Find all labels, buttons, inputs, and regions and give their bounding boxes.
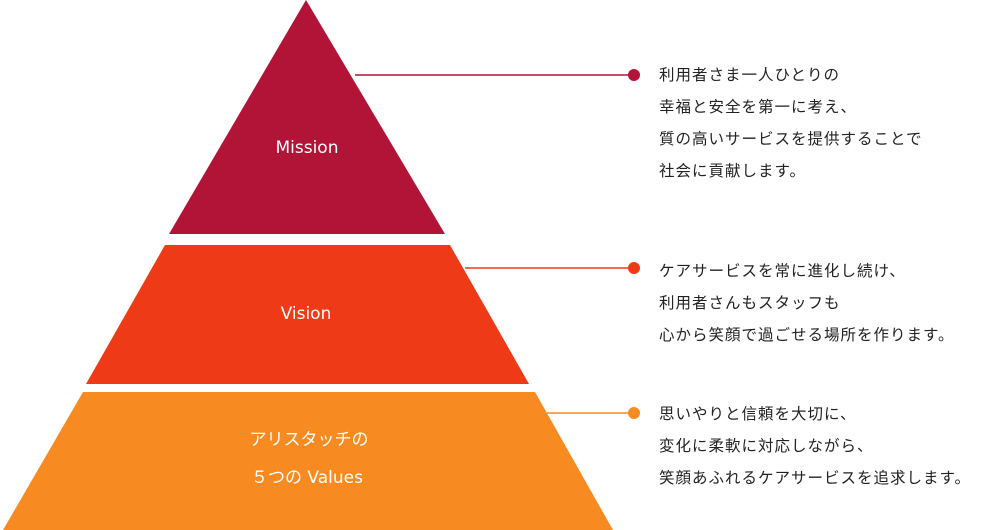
mission-description-line: 幸福と安全を第一に考え、	[659, 98, 858, 116]
mission-tier	[169, 0, 445, 234]
values-label-line2: ５つの Values	[251, 468, 363, 488]
vision-description: ケアサービスを常に進化し続け、 利用者さんもスタッフも 心から笑顔で過ごせる場所…	[659, 255, 954, 351]
vision-description-line: ケアサービスを常に進化し続け、	[659, 262, 906, 280]
values-description-line: 思いやりと信頼を大切に、	[659, 405, 857, 423]
mission-description: 利用者さま一人ひとりの 幸福と安全を第一に考え、 質の高いサービスを提供すること…	[659, 59, 923, 187]
mission-description-line: 社会に貢献します。	[659, 162, 806, 180]
vision-tier	[86, 245, 529, 384]
values-tier	[3, 392, 613, 530]
vision-description-line: 心から笑顔で過ごせる場所を作ります。	[659, 326, 955, 344]
vision-description-line: 利用者さんもスタッフも	[659, 294, 841, 312]
mission-label: Mission	[275, 138, 338, 158]
values-description-line: 変化に柔軟に対応しながら、	[659, 437, 874, 455]
values-connector-dot	[628, 407, 640, 419]
values-description: 思いやりと信頼を大切に、 変化に柔軟に対応しながら、 笑顔あふれるケアサービスを…	[659, 398, 971, 494]
mission-description-line: 利用者さま一人ひとりの	[659, 66, 841, 84]
values-label-line1: アリスタッチの	[250, 430, 369, 450]
mission-description-line: 質の高いサービスを提供することで	[659, 130, 923, 148]
vision-label: Vision	[281, 304, 332, 324]
values-description-line: 笑顔あふれるケアサービスを追求します。	[659, 469, 971, 487]
mission-connector-dot	[628, 69, 640, 81]
vision-connector-dot	[628, 262, 640, 274]
